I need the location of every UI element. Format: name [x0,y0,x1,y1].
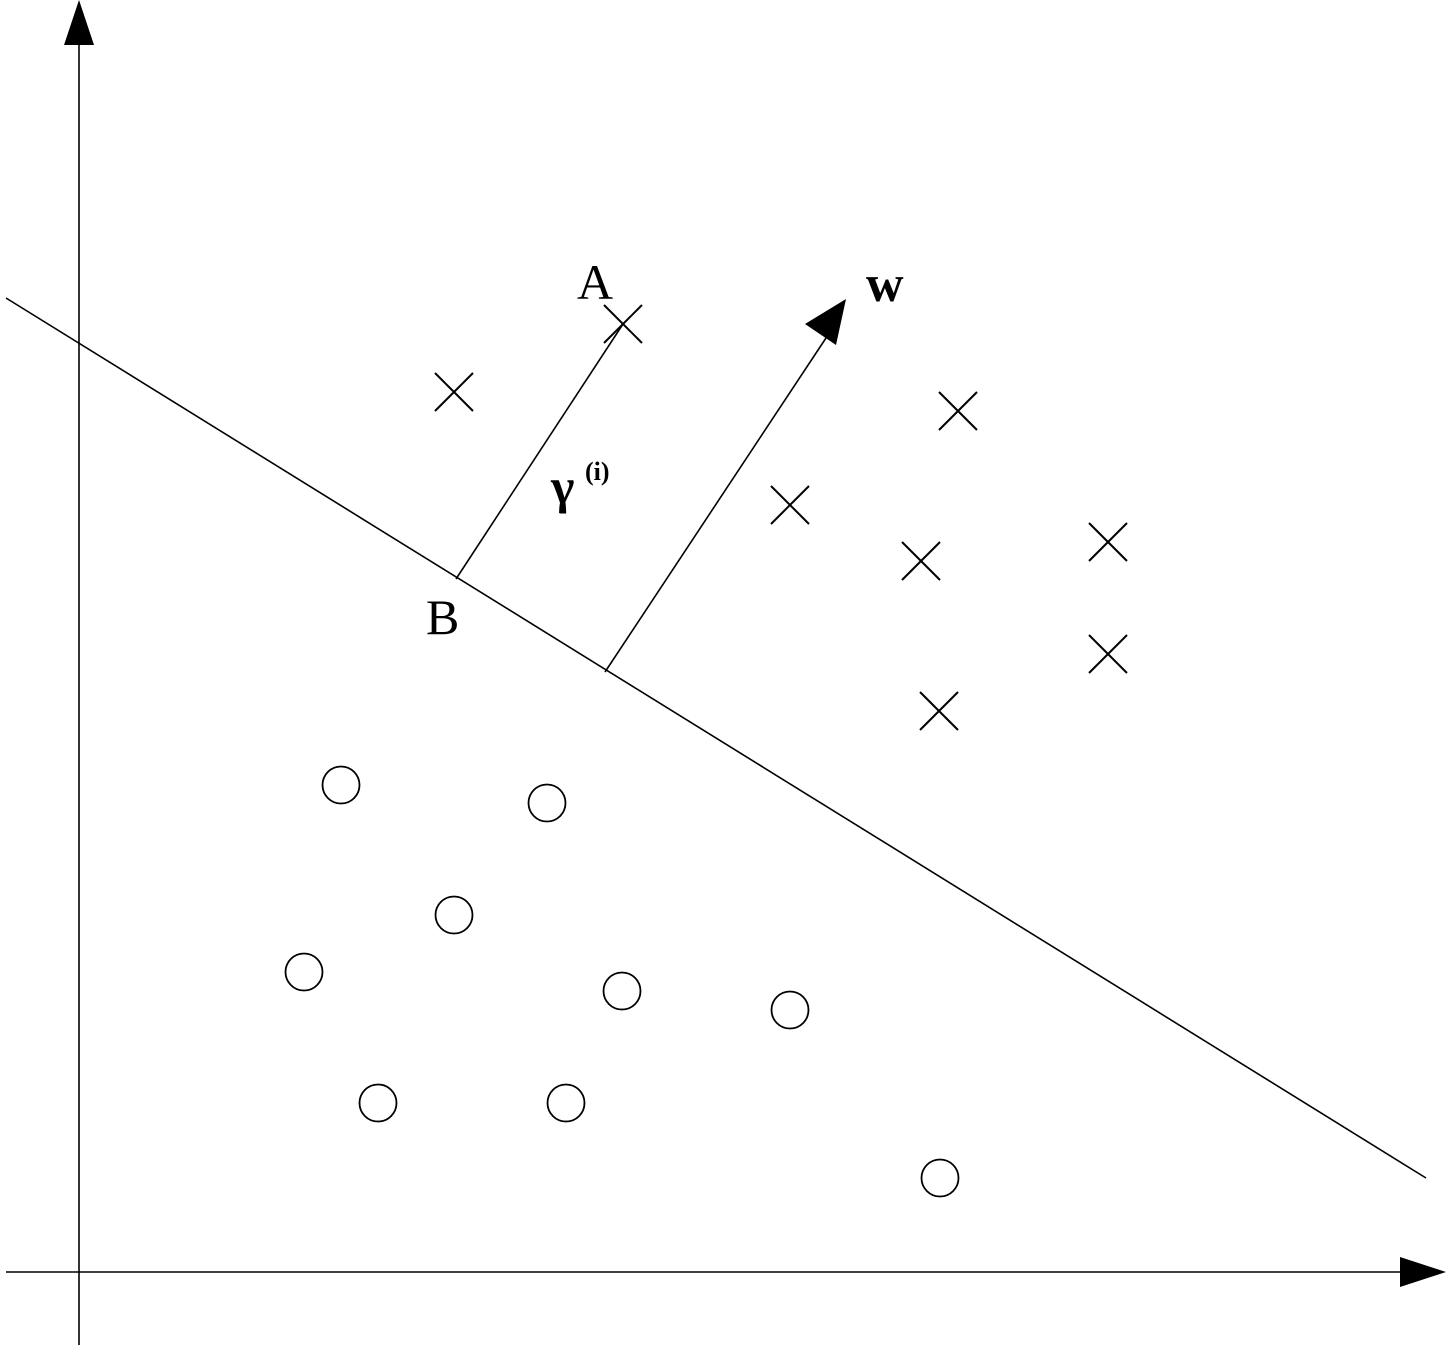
vector-w-label: w [866,256,904,313]
cross-stroke-b [434,372,474,412]
positive-point-cross-icon [1088,634,1128,674]
point-b-label: B [426,589,459,645]
negative-points-group [284,765,960,1198]
decision-boundary-line [5,297,1427,1179]
negative-point-circle-icon [920,1158,960,1198]
negative-point-circle-icon [321,765,361,805]
negative-point-circle-icon [602,971,642,1011]
w-vector-shaft [604,337,827,673]
point-a-label: A [577,254,613,310]
negative-point-circle-icon [434,895,474,935]
axes-group [6,0,1446,1345]
positive-point-cross-icon [770,485,810,525]
positive-point-cross-icon [603,304,643,344]
cross-stroke-b [603,304,643,344]
gamma-label: γ [550,458,574,514]
cross-stroke-b [770,485,810,525]
negative-point-circle-icon [527,783,567,823]
y-axis-arrowhead-icon [64,0,94,45]
positive-point-cross-icon [938,391,978,431]
cross-stroke-b [901,541,941,581]
positive-point-cross-icon [901,541,941,581]
negative-point-circle-icon [546,1083,586,1123]
negative-point-circle-icon [770,990,810,1030]
gamma-segment [455,323,624,580]
w-vector-arrowhead-icon [805,299,846,345]
normal-vector-group [604,299,846,673]
labels-group: A B w γ (i) [426,254,904,645]
positive-point-cross-icon [1088,522,1128,562]
positive-points-group [434,304,1128,731]
cross-stroke-b [919,691,959,731]
cross-stroke-b [1088,522,1128,562]
positive-point-cross-icon [919,691,959,731]
negative-point-circle-icon [358,1083,398,1123]
negative-point-circle-icon [284,952,324,992]
x-axis-arrowhead-icon [1400,1257,1446,1287]
gamma-superscript-label: (i) [585,457,610,486]
positive-point-cross-icon [434,372,474,412]
decision-boundary-group [5,297,1427,1179]
margin-segment-group [455,323,624,580]
cross-stroke-b [1088,634,1128,674]
cross-stroke-b [938,391,978,431]
